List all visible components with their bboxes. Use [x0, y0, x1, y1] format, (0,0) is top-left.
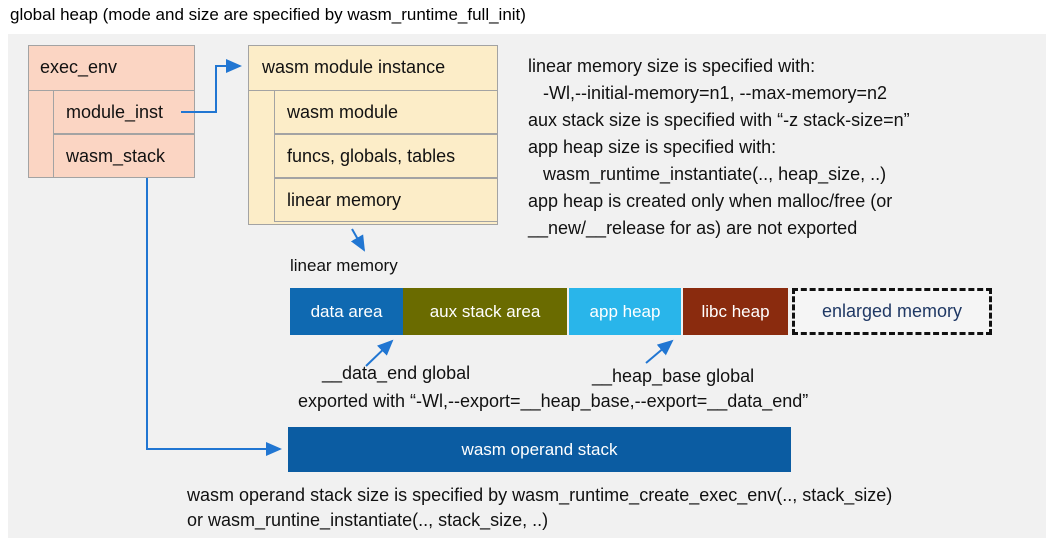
funcs-globals-tables-row: funcs, globals, tables	[274, 134, 498, 178]
segment-aux-stack-area: aux stack area	[403, 288, 567, 335]
linear-memory-row: linear memory	[274, 178, 498, 222]
segment-data-area: data area	[290, 288, 403, 335]
note-line: app heap size is specified with:	[528, 137, 777, 157]
module-inst-box: module_inst	[53, 90, 195, 134]
note-line: aux stack size is specified with “-z sta…	[528, 110, 910, 130]
operand-stack-bar: wasm operand stack	[288, 427, 791, 472]
note-line: wasm_runtime_instantiate(.., heap_size, …	[528, 164, 887, 184]
segment-libc-heap: libc heap	[683, 288, 788, 335]
page-title: global heap (mode and size are specified…	[10, 5, 526, 24]
segment-enlarged-memory: enlarged memory	[792, 288, 992, 335]
note-line: linear memory size is specified with:	[528, 56, 816, 76]
operand-stack-note-line2: or wasm_runtine_instantiate(.., stack_si…	[187, 510, 549, 530]
segment-app-heap: app heap	[569, 288, 681, 335]
module-instance-header: wasm module instance	[262, 57, 446, 77]
heap-base-global-label: __heap_base global	[592, 366, 755, 386]
note-line: -Wl,--initial-memory=n1, --max-memory=n2	[528, 83, 888, 103]
wasm-module-row: wasm module	[274, 90, 498, 134]
export-flags-label: exported with “-Wl,--export=__heap_base,…	[298, 391, 809, 411]
note-line: __new/__release for as) are not exported	[528, 218, 858, 238]
linear-memory-label: linear memory	[290, 256, 398, 275]
exec-env-header: exec_env	[40, 57, 118, 77]
wasm-stack-box: wasm_stack	[53, 134, 195, 178]
note-line: app heap is created only when malloc/fre…	[528, 191, 893, 211]
data-end-global-label: __data_end global	[322, 363, 471, 383]
memory-size-notes: linear memory size is specified with: -W…	[528, 53, 910, 242]
operand-stack-note-line1: wasm operand stack size is specified by …	[187, 485, 893, 505]
